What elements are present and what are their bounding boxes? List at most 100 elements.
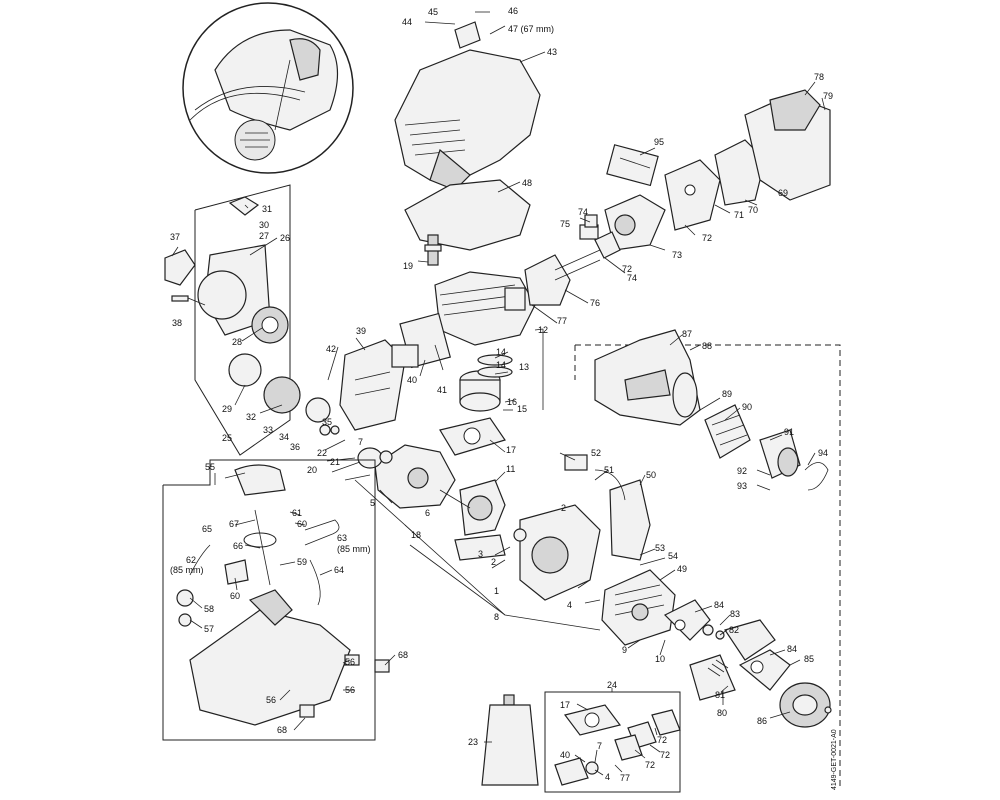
callout-82: 82 [729, 625, 739, 635]
callout-59: 59 [297, 557, 307, 567]
callout-numbers: 45 44 46 47 (67 mm) 43 48 31 30 27 26 37… [170, 6, 833, 783]
callout-57: 57 [204, 624, 214, 634]
callout-40: 40 [407, 375, 417, 385]
callout-16: 16 [507, 397, 517, 407]
callout-20: 20 [307, 465, 317, 475]
callout-26: 26 [280, 233, 290, 243]
callout-6: 6 [425, 508, 430, 518]
callout-86: 86 [757, 716, 767, 726]
callout-44: 44 [402, 17, 412, 27]
callout-12: 12 [538, 325, 548, 335]
callout-48: 48 [522, 178, 532, 188]
callout-62: 62 [186, 555, 196, 565]
callout-65: 65 [202, 524, 212, 534]
callout-24: 24 [607, 680, 617, 690]
callout-92: 92 [737, 466, 747, 476]
callout-42: 42 [326, 344, 336, 354]
callout-11: 11 [506, 464, 515, 474]
callout-25: 25 [222, 433, 232, 443]
callout-55: 55 [205, 462, 215, 472]
callout-60: 60 [230, 591, 240, 601]
callout-62-len: (85 mm) [170, 565, 204, 575]
callout-63-len: (85 mm) [337, 544, 371, 554]
callout-4: 4 [567, 600, 572, 610]
callout-77: 77 [557, 316, 567, 326]
engine-shroud [394, 21, 541, 191]
callout-68a: 68 [398, 650, 408, 660]
callout-34: 34 [279, 432, 289, 442]
kit-callout-40: 40 [560, 750, 570, 760]
callout-78: 78 [814, 72, 824, 82]
callout-17: 17 [506, 445, 516, 455]
callout-13: 13 [519, 362, 529, 372]
callout-56c: 56 [266, 695, 276, 705]
callout-14a: 14 [496, 347, 506, 357]
callout-39: 39 [356, 326, 366, 336]
callout-94: 94 [818, 448, 828, 458]
callout-63: 63 [337, 533, 347, 543]
callout-93: 93 [737, 481, 747, 491]
fuel-tank-box-55 [162, 459, 390, 741]
callout-69: 69 [778, 188, 788, 198]
callout-7: 7 [358, 437, 363, 447]
callout-27: 27 [259, 231, 269, 241]
intake-flange-76 [504, 249, 601, 311]
crankcase-assembly [357, 444, 601, 601]
callout-95: 95 [654, 137, 664, 147]
callout-32: 32 [246, 412, 256, 422]
callout-54: 54 [668, 551, 678, 561]
callout-38: 38 [172, 318, 182, 328]
callout-18: 18 [411, 530, 421, 540]
callout-43: 43 [547, 47, 557, 57]
callout-35: 35 [322, 417, 332, 427]
callout-73: 73 [672, 250, 682, 260]
callout-52: 52 [591, 448, 601, 458]
gasket-kit-box-24 [544, 691, 681, 793]
callout-3: 3 [478, 549, 483, 559]
flywheel-49 [601, 569, 676, 646]
bearing-90-91 [704, 404, 829, 491]
starter-box-25 [194, 184, 340, 456]
callout-56a: 56 [345, 657, 355, 667]
clutch-housing-89 [594, 329, 701, 426]
callout-56b: 56 [345, 685, 355, 695]
callout-64: 64 [334, 565, 344, 575]
callout-79: 79 [823, 91, 833, 101]
callout-58: 58 [204, 604, 214, 614]
callout-5: 5 [370, 498, 375, 508]
callout-23: 23 [468, 737, 478, 747]
starter-cover-37 [164, 249, 196, 302]
callout-74b: 74 [627, 273, 637, 283]
muffler-39 [339, 339, 419, 431]
kit-callout-4: 4 [605, 772, 610, 782]
callout-31: 31 [262, 204, 272, 214]
callout-28: 28 [232, 337, 242, 347]
callout-21: 21 [330, 457, 340, 467]
callout-80: 80 [717, 708, 727, 718]
callout-14b: 14 [496, 360, 506, 370]
kit-callout-17: 17 [560, 700, 570, 710]
callout-75: 75 [560, 219, 570, 229]
callout-41: 41 [437, 385, 447, 395]
kit-callout-77: 77 [620, 773, 630, 783]
callout-71: 71 [734, 210, 744, 220]
ignition-module-50 [564, 454, 651, 561]
drawing-code: 4149-GET-0021-A0 [831, 729, 838, 790]
callout-2b: 2 [491, 557, 496, 567]
callout-22: 22 [317, 448, 327, 458]
callout-91: 91 [784, 427, 794, 437]
callout-47: 47 (67 mm) [508, 24, 554, 34]
gasket-17 [439, 417, 506, 456]
spark-plug-19 [424, 234, 442, 266]
callout-67: 67 [229, 519, 239, 529]
carburetor-73 [579, 194, 666, 251]
callout-74a: 74 [578, 207, 588, 217]
gasket-75 [584, 214, 621, 259]
callout-85: 85 [804, 654, 814, 664]
callout-15: 15 [517, 404, 527, 414]
callout-8: 8 [494, 612, 499, 622]
callout-72b: 72 [702, 233, 712, 243]
callout-66: 66 [233, 541, 243, 551]
callout-50: 50 [646, 470, 656, 480]
